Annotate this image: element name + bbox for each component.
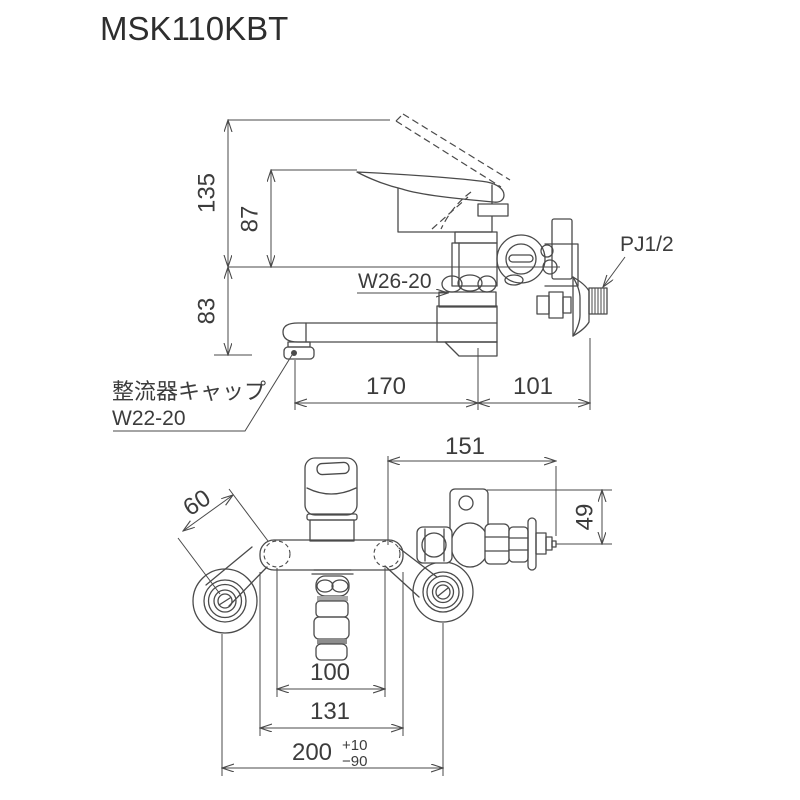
valve-body-bulge [450, 522, 490, 568]
dim-line-60 [183, 495, 233, 531]
ext-60-upper [228, 488, 269, 542]
wall-thread-leader [603, 256, 626, 287]
aerator-thread-label: W22-20 [112, 407, 186, 430]
valve-detail-ball-2 [542, 259, 558, 275]
outlet-flange-disc [527, 517, 537, 571]
outlet-step-1 [535, 532, 547, 555]
outlet-step-2 [545, 536, 553, 551]
mount-bracket-edge [551, 218, 573, 280]
valve-detail-ball-1 [540, 244, 554, 258]
dim-pipe-pitch: 100 [310, 659, 350, 686]
dim-mount-pitch: 200 [292, 739, 332, 766]
dim-total-height: 135 [194, 173, 221, 213]
dim-mount-pitch-tol-plus: +10 [342, 737, 367, 754]
valve-screw-boss [505, 243, 537, 275]
aerator-leader-dot [291, 350, 297, 356]
wall-thread-label: PJ1/2 [620, 233, 674, 256]
valve-screw-slot [508, 254, 534, 263]
dim-outlet-reach: 151 [445, 433, 485, 460]
inlet-elbow-block [536, 291, 572, 319]
dim-leg-length: 60 [178, 484, 215, 521]
check-valve-assembly [416, 488, 557, 571]
dim-outlet-drop: 49 [572, 504, 599, 531]
dim-spout-drop: 83 [194, 298, 221, 325]
spout-union-nut [438, 274, 497, 308]
pj-thread [588, 287, 608, 315]
dim-spout-reach: 170 [366, 373, 406, 400]
handle-body-gap [477, 203, 509, 217]
dim-mount-pitch-tol-minus: −90 [342, 753, 367, 770]
handle-raised-phantom [395, 113, 511, 230]
valve-cartridge-circle [496, 234, 546, 284]
aerator-leader [113, 354, 293, 432]
right-eccentric-leg [384, 547, 474, 623]
spout-thread-label: W26-20 [358, 270, 432, 293]
lever-base [454, 231, 498, 244]
outlet-tip-pin [551, 540, 557, 548]
aerator-cap-label: 整流器キャップ [112, 379, 266, 404]
model-number-title: MSK110KBT [100, 10, 288, 47]
aerator-cap [283, 346, 315, 360]
valve-hex-nut-1 [484, 523, 510, 565]
left-eccentric-leg [192, 546, 268, 634]
left-pipe-center-phantom [263, 540, 291, 568]
valve-hex-nut-2 [508, 526, 529, 563]
right-pipe-center-phantom [373, 540, 401, 568]
side-view: 135 87 83 [112, 113, 674, 432]
aerator-collar [287, 341, 311, 348]
swing-spout [282, 322, 498, 343]
spout-elbow [436, 305, 498, 343]
handle-front [304, 457, 358, 542]
ext-60-lower [177, 537, 221, 595]
body-bar [259, 539, 404, 571]
spout-elbow-chamfer [444, 341, 498, 357]
dim-handle-height: 87 [237, 206, 264, 233]
dim-body-width: 131 [310, 698, 350, 725]
valve-detail-nut [504, 274, 524, 286]
lever-handle [356, 171, 505, 203]
front-view: 151 49 60 100 131 200 +10 −90 [177, 433, 612, 776]
bracket-hole [458, 495, 474, 511]
dim-wall-offset: 101 [513, 373, 553, 400]
spout-front [311, 569, 354, 661]
